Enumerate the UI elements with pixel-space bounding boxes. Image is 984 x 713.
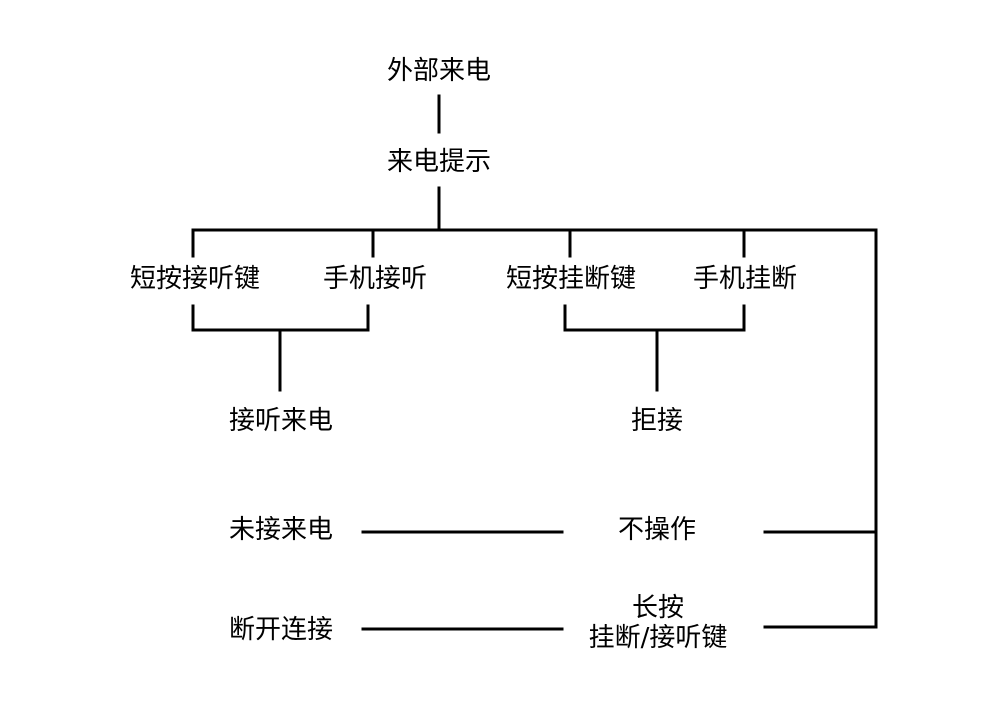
node-answer-call: 接听来电 — [228, 406, 334, 436]
node-short-press-hangup-key: 短按挂断键 — [505, 264, 637, 294]
node-missed-call: 未接来电 — [228, 515, 334, 545]
node-long-press-line2: 挂断/接听键 — [588, 623, 728, 653]
node-incoming-call: 外部来电 — [386, 56, 492, 86]
node-phone-hangup: 手机挂断 — [692, 264, 798, 294]
connector-reject-bracket — [563, 304, 746, 332]
node-disconnect: 断开连接 — [228, 615, 334, 645]
node-phone-answer: 手机接听 — [322, 264, 428, 294]
node-reject: 拒接 — [630, 406, 684, 436]
node-call-alert: 来电提示 — [386, 147, 492, 177]
connector-answer-bracket — [191, 304, 370, 332]
node-long-press-line1: 长按 — [631, 593, 685, 623]
node-no-action: 不操作 — [617, 515, 697, 545]
node-short-press-answer-key: 短按接听键 — [129, 264, 261, 294]
node-long-press: 长按 挂断/接听键 — [589, 593, 728, 653]
